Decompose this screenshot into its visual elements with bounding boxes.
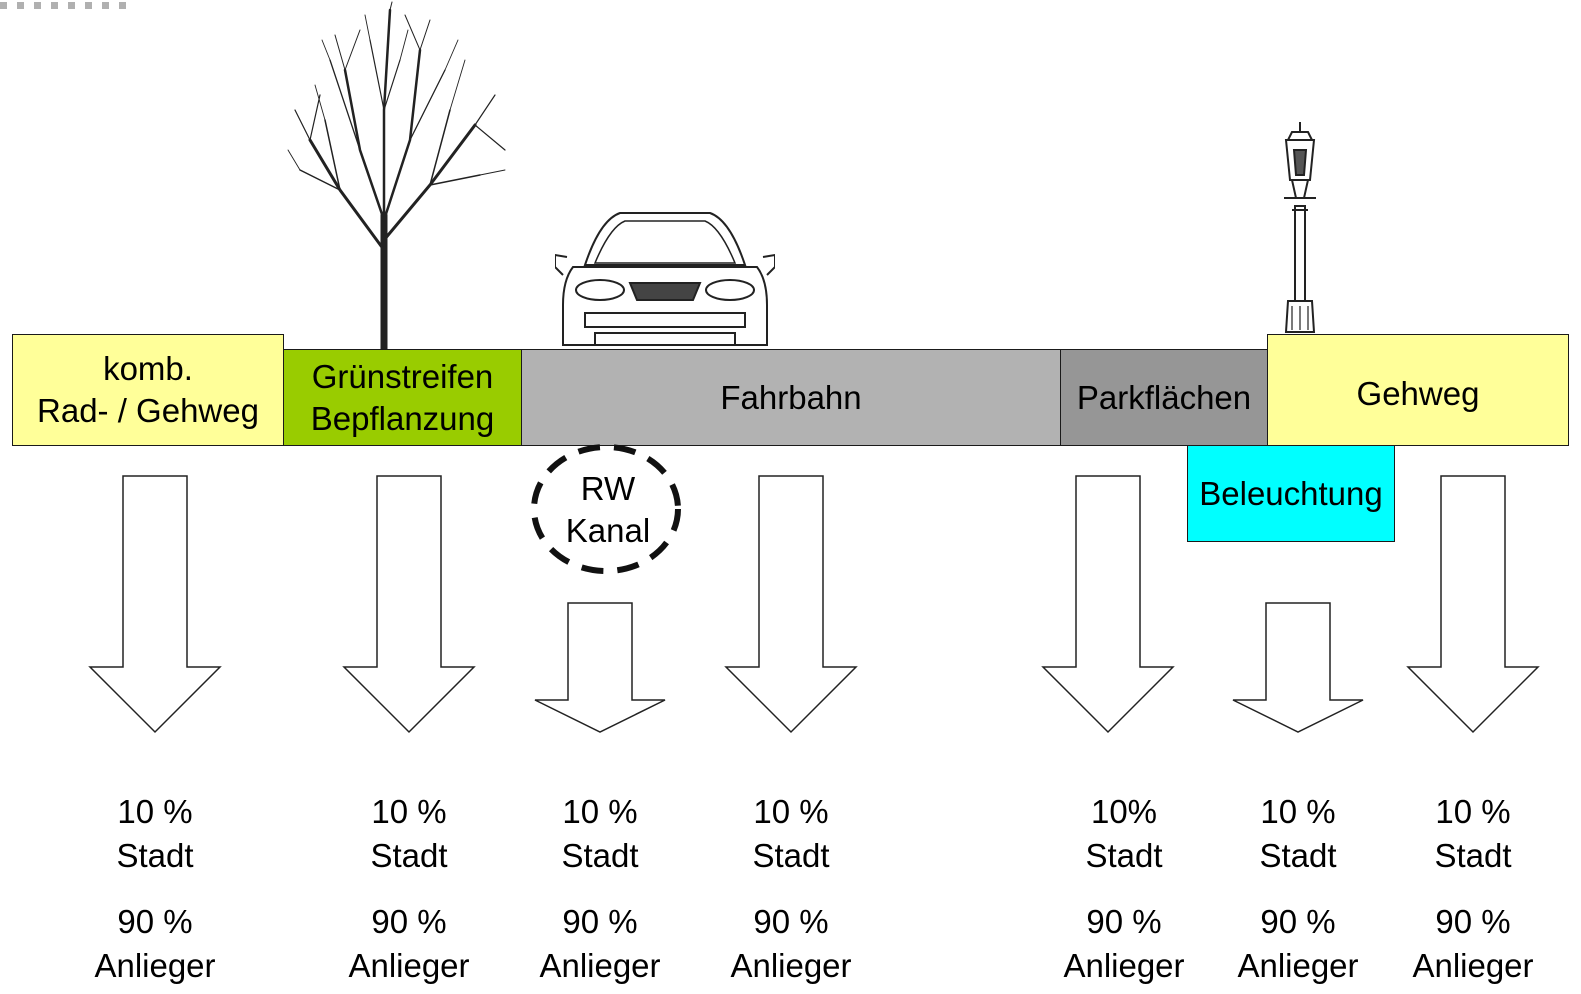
share-anlieger-label: Anlieger [94, 947, 216, 984]
share-stadt-label: Stadt [1434, 837, 1512, 874]
share-anlieger-percent: 90 % [1086, 903, 1162, 940]
share-stadt-percent: 10 % [1260, 793, 1336, 830]
share-anlieger-percent: 90 % [1435, 903, 1511, 940]
tree-icon [287, 1, 506, 352]
segment-parkflaechen-label: Parkflächen [1076, 378, 1252, 416]
share-gruenstreifen: 10 % Stadt 90 % Anlieger [324, 790, 494, 988]
segment-parkflaechen: Parkflächen [1060, 349, 1268, 446]
share-anlieger-percent: 90 % [371, 903, 447, 940]
segment-rad-gehweg-line-2: Rad- / Gehweg [37, 392, 259, 429]
share-anlieger-label: Anlieger [348, 947, 470, 984]
share-fahrbahn: 10 % Stadt 90 % Anlieger [706, 790, 876, 988]
segment-fahrbahn-label: Fahrbahn [720, 378, 862, 416]
segment-gruenstreifen-line-1: Grünstreifen [311, 357, 494, 395]
street-lamp-icon [1284, 122, 1316, 333]
share-anlieger-label: Anlieger [1237, 947, 1359, 984]
arrow-7 [1406, 475, 1540, 734]
segment-rad-gehweg-line-1: komb. [103, 350, 193, 387]
rw-kanal-circle [531, 444, 681, 574]
share-stadt-label: Stadt [561, 837, 639, 874]
arrow-6 [1232, 602, 1364, 733]
share-rw-kanal: 10 % Stadt 90 % Anlieger [515, 790, 685, 988]
segment-gehweg-label: Gehweg [1356, 375, 1480, 412]
share-beleuchtung: 10 % Stadt 90 % Anlieger [1213, 790, 1383, 988]
share-stadt-label: Stadt [1085, 837, 1163, 874]
segment-gehweg: Gehweg [1267, 334, 1569, 446]
arrow-2 [342, 475, 476, 734]
segment-rad-gehweg: komb. Rad- / Gehweg [12, 334, 284, 446]
share-stadt-percent: 10 % [117, 793, 193, 830]
beleuchtung-label: Beleuchtung [1199, 474, 1383, 512]
car-icon [555, 212, 775, 346]
share-stadt-percent: 10% [1090, 793, 1158, 830]
rw-kanal-line-1: RW [580, 470, 636, 507]
share-anlieger-label: Anlieger [1412, 947, 1534, 984]
arrow-3 [534, 602, 666, 733]
share-stadt-percent: 10 % [371, 793, 447, 830]
share-anlieger-label: Anlieger [1063, 947, 1185, 984]
arrow-5 [1041, 475, 1175, 734]
segment-gruenstreifen-line-2: Bepflanzung [310, 399, 495, 437]
arrow-1 [88, 475, 222, 734]
share-gehweg: 10 % Stadt 90 % Anlieger [1388, 790, 1558, 988]
share-stadt-label: Stadt [116, 837, 194, 874]
rw-kanal-label: RW Kanal [548, 468, 668, 552]
share-rad-gehweg: 10 % Stadt 90 % Anlieger [70, 790, 240, 988]
share-anlieger-percent: 90 % [1260, 903, 1336, 940]
share-stadt-label: Stadt [370, 837, 448, 874]
share-anlieger-percent: 90 % [753, 903, 829, 940]
corner-dots-decoration [0, 2, 126, 9]
rw-kanal-line-2: Kanal [565, 512, 651, 549]
share-anlieger-percent: 90 % [562, 903, 638, 940]
arrow-4 [724, 475, 858, 734]
share-parkflaechen: 10% Stadt 90 % Anlieger [1039, 790, 1209, 988]
share-stadt-label: Stadt [752, 837, 830, 874]
beleuchtung-box: Beleuchtung [1187, 445, 1395, 542]
share-stadt-percent: 10 % [562, 793, 638, 830]
share-stadt-label: Stadt [1259, 837, 1337, 874]
share-anlieger-label: Anlieger [730, 947, 852, 984]
share-stadt-percent: 10 % [753, 793, 829, 830]
segment-gruenstreifen: Grünstreifen Bepflanzung [283, 349, 522, 446]
share-stadt-percent: 10 % [1435, 793, 1511, 830]
segment-fahrbahn: Fahrbahn [521, 349, 1061, 446]
share-anlieger-label: Anlieger [539, 947, 661, 984]
share-anlieger-percent: 90 % [117, 903, 193, 940]
